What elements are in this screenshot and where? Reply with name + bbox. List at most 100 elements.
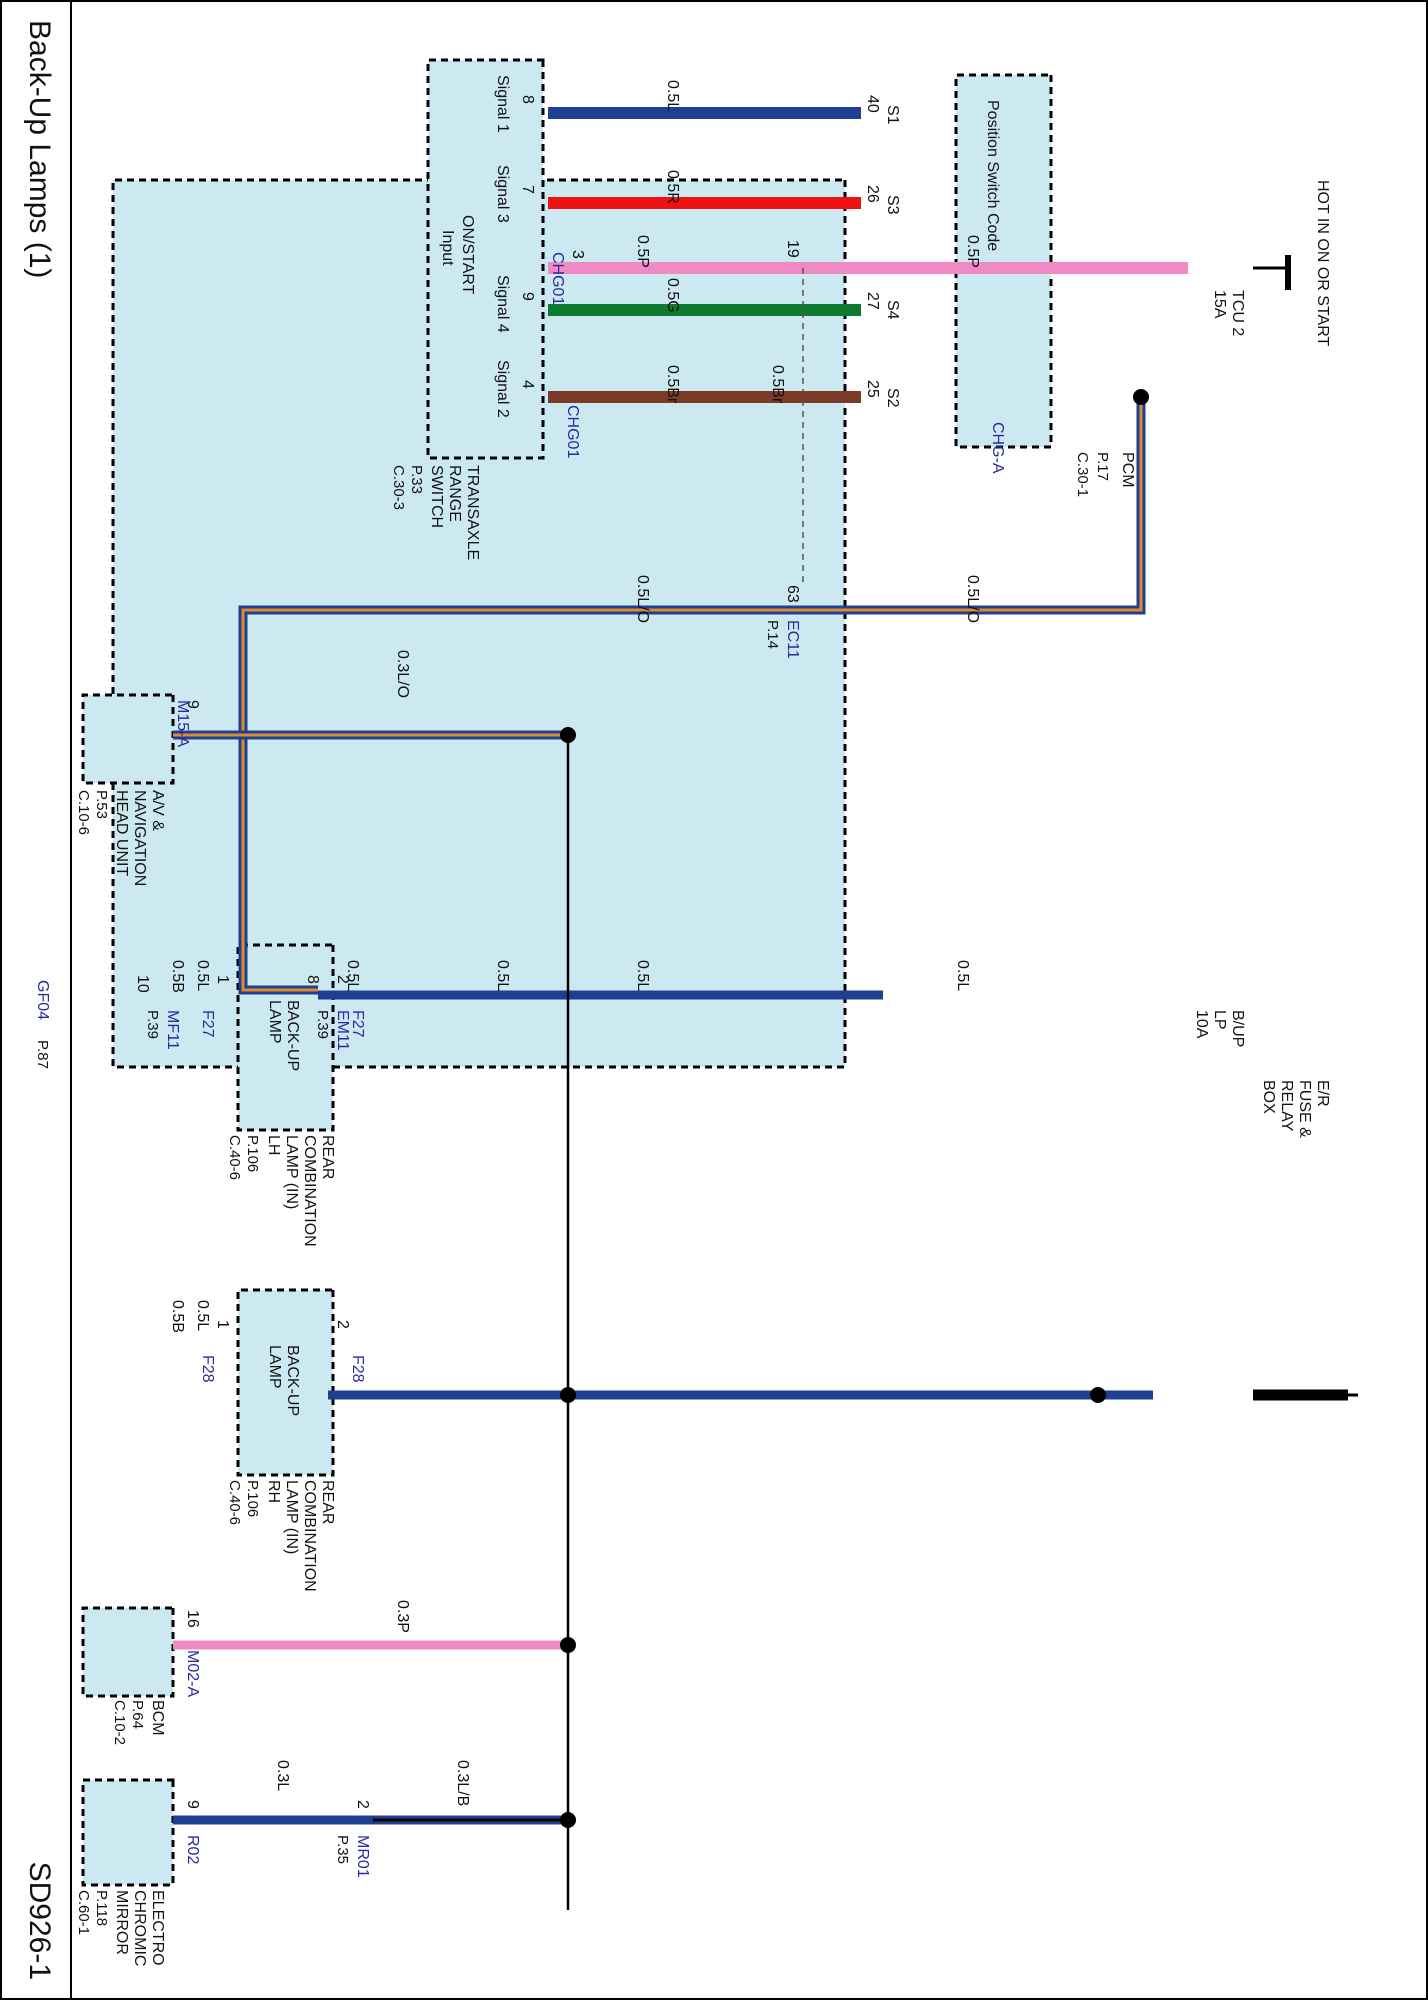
wire-label-mir: 0.3L bbox=[274, 1760, 291, 1791]
connector-gf04: GF04 bbox=[34, 980, 51, 1020]
trs-ref-1: P.33 bbox=[408, 465, 425, 494]
trs-name-1: TRANSAXLE bbox=[464, 465, 481, 560]
trs-input-pin: 3 bbox=[569, 250, 586, 259]
wire-label-bcm: 0.3P bbox=[394, 1600, 411, 1633]
trs-connector-2: CHG01 bbox=[564, 405, 581, 458]
wire-label-l1: 0.5L bbox=[954, 960, 971, 991]
junction-dot-lamp bbox=[1090, 1387, 1106, 1403]
connector-ec11: EC11 bbox=[784, 620, 801, 659]
bcm-name: BCM bbox=[149, 1700, 166, 1736]
rh-pin-1: 1 bbox=[214, 1320, 231, 1329]
pcm-pin-40: 40 bbox=[864, 95, 881, 113]
pcm-pin-27: 27 bbox=[864, 292, 881, 310]
connector-f27b: F27 bbox=[199, 1010, 216, 1038]
pcm-s2: S2 bbox=[884, 388, 901, 408]
trs-connector: CHG01 bbox=[549, 252, 566, 305]
mirror-ref-1: P.118 bbox=[93, 1890, 110, 1926]
pcm-s4: S4 bbox=[884, 300, 901, 320]
trs-signal-1: Signal 1 bbox=[494, 75, 511, 133]
junction-dot-brown bbox=[1133, 389, 1149, 405]
rear-lamp-rh-box bbox=[236, 1288, 335, 1477]
trs-input-1: ON/START bbox=[459, 215, 476, 295]
trs-pin-9: 9 bbox=[519, 292, 536, 301]
connector-f27a: F27 bbox=[349, 1010, 366, 1038]
page-title: Back-Up Lamps (1) bbox=[23, 20, 56, 278]
connector-mr01: MR01 bbox=[354, 1835, 371, 1878]
wire-label-pink-b: 0.5P bbox=[964, 235, 981, 268]
wire-label-av: 0.3L/O bbox=[394, 650, 411, 698]
av-ref-1: P.53 bbox=[93, 790, 110, 819]
trs-pin-7: 7 bbox=[519, 185, 536, 194]
mirror-pin: 9 bbox=[184, 1800, 201, 1809]
lh-pin-2: 2 bbox=[334, 975, 351, 984]
mirror-name-1: ELECTRO bbox=[149, 1890, 166, 1966]
mirror-name-3: MIRROR bbox=[113, 1890, 130, 1955]
wire-label-l3: 0.5L bbox=[494, 960, 511, 991]
wire-lo-stripe bbox=[241, 397, 1143, 992]
pcm-pin-26: 26 bbox=[864, 185, 881, 203]
mr01-pin: 2 bbox=[354, 1800, 371, 1809]
lh-lamp-2: LAMP bbox=[266, 1000, 283, 1044]
connector-mf11-ref: P.39 bbox=[144, 1010, 161, 1039]
connector-gf04-ref: P.87 bbox=[34, 1040, 51, 1069]
rh-name-3: LAMP (IN) bbox=[283, 1480, 300, 1554]
trs-name-3: SWITCH bbox=[428, 465, 445, 528]
transaxle-range-switch-box bbox=[426, 58, 545, 460]
av-pin: 9 bbox=[184, 700, 201, 709]
connector-em11-ref: P.39 bbox=[314, 1010, 331, 1039]
pcm-pin-25: 25 bbox=[864, 380, 881, 398]
pcm-box bbox=[954, 73, 1053, 449]
pin-19: 19 bbox=[784, 240, 801, 258]
wire-label-s1: 0.5L bbox=[664, 80, 681, 111]
rh-name-1: REAR bbox=[319, 1480, 336, 1524]
rh-ref-1: P.106 bbox=[244, 1480, 261, 1517]
bcm-ref-2: C.10-2 bbox=[111, 1700, 128, 1745]
pcm-name: PCM bbox=[1119, 452, 1136, 488]
wire-label-l2: 0.5L bbox=[634, 960, 651, 991]
trs-signal-2: Signal 2 bbox=[494, 360, 511, 418]
fuse-box-2: FUSE & bbox=[1296, 1080, 1313, 1138]
pcm-inner-label: Position Switch Code bbox=[984, 100, 1001, 251]
trs-signal-4: Signal 4 bbox=[494, 275, 511, 333]
rh-lamp-1: BACK-UP bbox=[284, 1345, 301, 1416]
lh-name-2: COMBINATION bbox=[301, 1135, 318, 1247]
fuse-bup-name2: LP bbox=[1211, 1010, 1228, 1030]
lh-pin-1: 1 bbox=[214, 975, 231, 984]
bcm-ref-1: P.64 bbox=[129, 1700, 146, 1729]
connector-f28b: F28 bbox=[199, 1355, 216, 1383]
trs-name-2: RANGE bbox=[446, 465, 463, 522]
fuse-tcu-rating: 15A bbox=[1211, 290, 1228, 319]
fuse-box-4: BOX bbox=[1260, 1080, 1277, 1114]
lh-name-3: LAMP (IN) bbox=[283, 1135, 300, 1209]
fuse-box-3: RELAY bbox=[1278, 1080, 1295, 1132]
trs-pin-8: 8 bbox=[519, 95, 536, 104]
mirror-ref-2: C.60-1 bbox=[75, 1890, 92, 1935]
av-ref-2: C.10-6 bbox=[75, 790, 92, 835]
rh-name-2: COMBINATION bbox=[301, 1480, 318, 1592]
lh-ref-1: P.106 bbox=[244, 1135, 261, 1172]
trs-ref-2: C.30-3 bbox=[390, 465, 407, 510]
mirror-box bbox=[81, 1778, 175, 1887]
wire-label-pink-a: 0.5P bbox=[634, 235, 651, 268]
wire-label-l4: 0.5L bbox=[344, 960, 361, 991]
junction-dot-mirror bbox=[560, 1812, 576, 1828]
lh-lamp-1: BACK-UP bbox=[284, 1000, 301, 1071]
junction-dot-main bbox=[560, 1387, 576, 1403]
fuse-bup-rating: 10A bbox=[1193, 1010, 1210, 1039]
fuse-box-1: E/R bbox=[1314, 1080, 1331, 1107]
pcm-s3: S3 bbox=[884, 195, 901, 215]
trs-input-2: Input bbox=[439, 230, 456, 266]
wire-label-lo-b: 0.5L/O bbox=[964, 575, 981, 623]
av-name-3: HEAD UNIT bbox=[113, 790, 130, 876]
connector-m15a: M15-A bbox=[174, 700, 191, 747]
page-code: SD926-1 bbox=[23, 1862, 56, 1980]
connector-mr01-ref: P.35 bbox=[334, 1835, 351, 1864]
rh-lamp-2: LAMP bbox=[266, 1345, 283, 1389]
connector-mf11: MF11 bbox=[164, 1010, 181, 1050]
pin-em11: 8 bbox=[304, 975, 321, 984]
av-head-unit-box bbox=[81, 693, 175, 785]
wire-label-l6: 0.5L bbox=[194, 1300, 211, 1331]
hot-label: HOT IN ON OR START bbox=[1314, 180, 1331, 346]
wire-label-lb: 0.3L/B bbox=[454, 1760, 471, 1806]
